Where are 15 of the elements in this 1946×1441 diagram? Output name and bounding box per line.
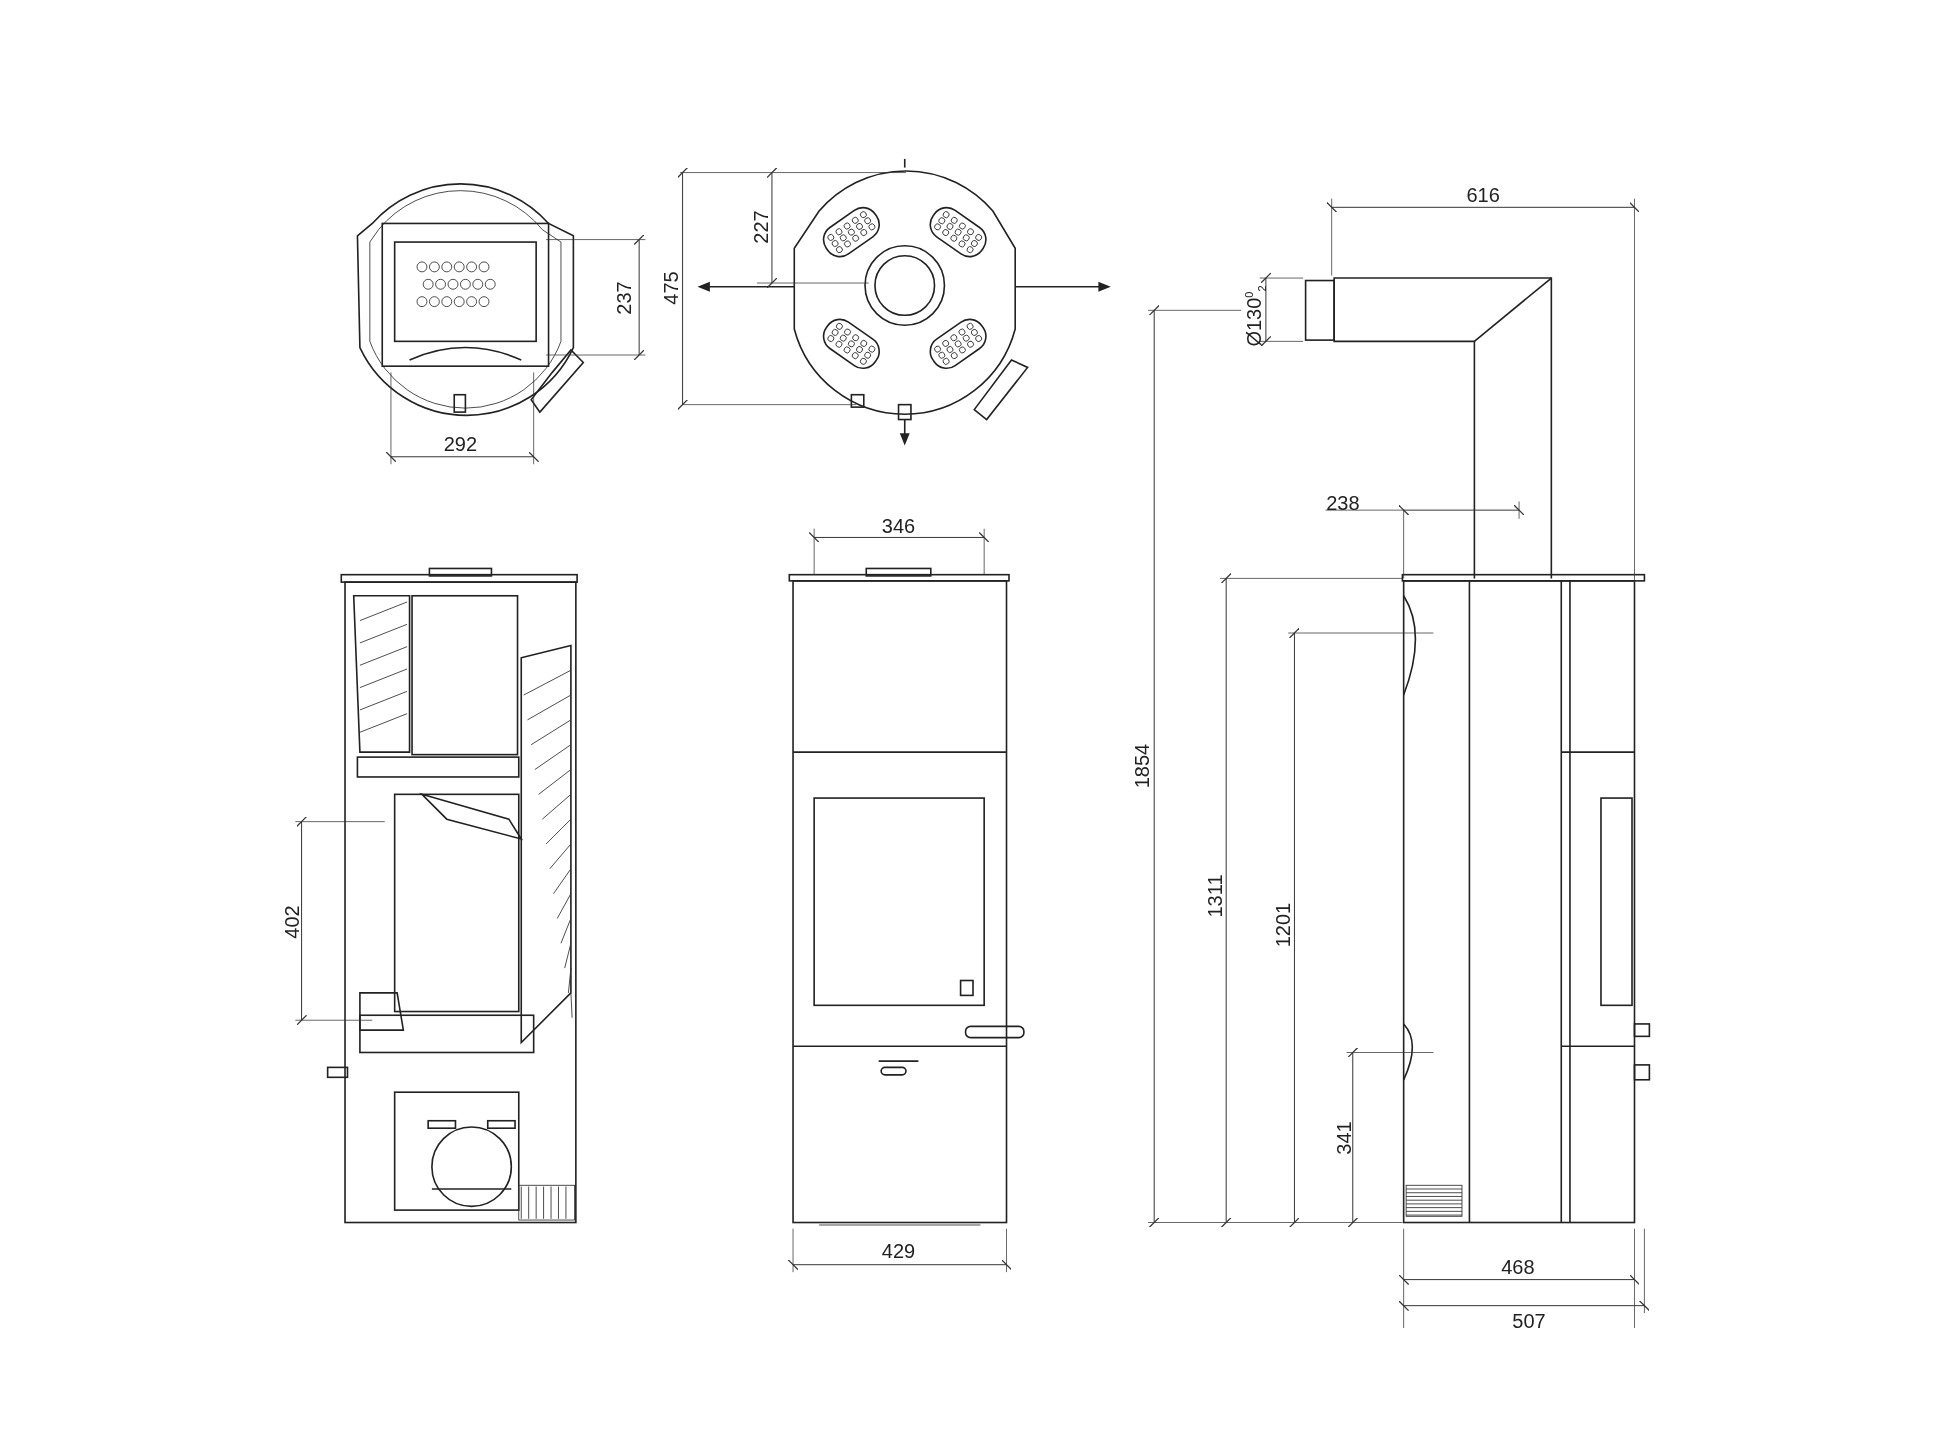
dimension-label: 429 bbox=[881, 1241, 916, 1261]
dimension-label: 475 bbox=[661, 271, 682, 305]
dimension-label: 238 bbox=[1326, 492, 1360, 513]
dimension-label: 237 bbox=[614, 281, 635, 315]
dimension-label: 1854 bbox=[1131, 743, 1152, 788]
dimension-label: 402 bbox=[281, 905, 302, 939]
dimension-label: 341 bbox=[1334, 1121, 1355, 1155]
dimension-label: 616 bbox=[1466, 184, 1500, 205]
dimension-label: 507 bbox=[1512, 1310, 1546, 1331]
dimension-label: 1311 bbox=[1205, 874, 1225, 918]
dimension-label: 1201 bbox=[1273, 902, 1294, 947]
dimension-label: 468 bbox=[1501, 1257, 1535, 1278]
dimension-label: 346 bbox=[881, 516, 916, 537]
dimension-label: 227 bbox=[750, 210, 771, 244]
dimension-label: 292 bbox=[443, 434, 478, 455]
